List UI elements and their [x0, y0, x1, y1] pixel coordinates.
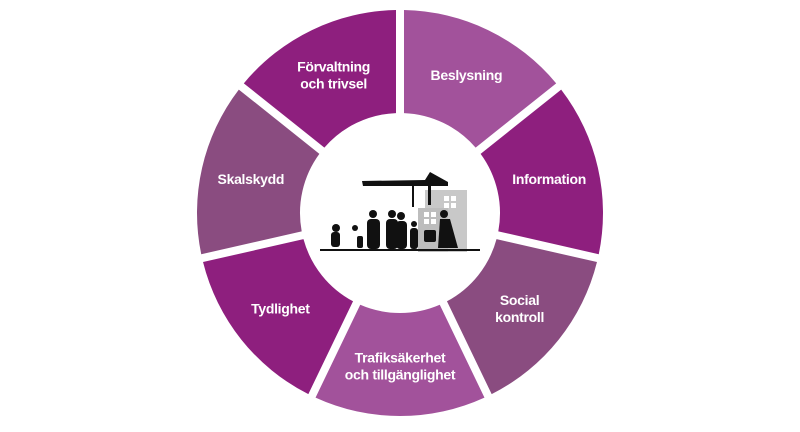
segment-skalskydd	[197, 89, 320, 255]
segment-tydlighet	[203, 239, 354, 395]
segment-label: Beslysning	[431, 67, 503, 83]
segment-beslysning	[403, 10, 557, 148]
segment-label: Information	[512, 171, 586, 187]
segment-förvaltning-och-trivsel	[243, 10, 397, 148]
segment-trafiksäkerhet-och-tillgänglighet	[315, 304, 485, 416]
segment-label: Skalskydd	[218, 171, 285, 187]
city-people-illustration-icon	[320, 172, 480, 252]
segment-information	[480, 89, 603, 255]
segment-label: Tydlighet	[251, 300, 310, 316]
segment-social-kontroll	[446, 239, 597, 395]
